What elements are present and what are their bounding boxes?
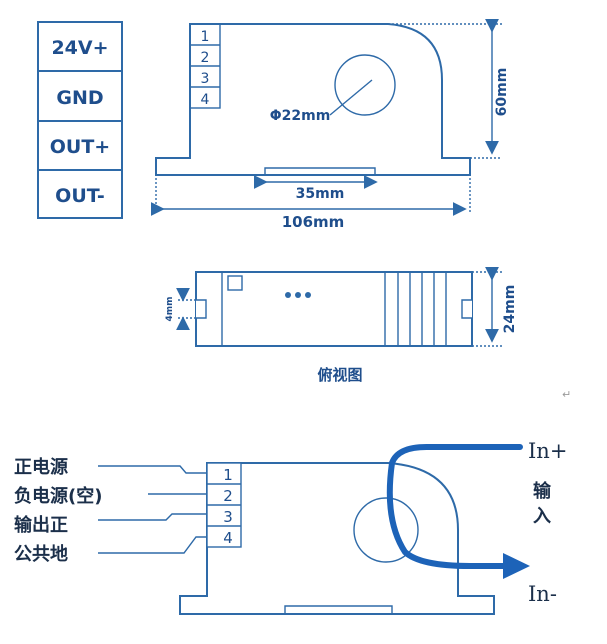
front-pin-number: 1	[201, 29, 210, 45]
top-view-caption: 俯视图	[317, 366, 362, 384]
front-hole-leader	[329, 79, 373, 116]
front-bottom-slot	[264, 167, 376, 175]
paragraph-return-mark: ↵	[562, 388, 571, 401]
wiring-diagram: 1 2 3 4 正电源 负电源(空) 输出正 公共地 In+ In- 输 入	[14, 439, 567, 615]
top-left-notch	[196, 299, 207, 319]
wiring-pin-number: 2	[223, 487, 233, 505]
input-wire-out	[386, 460, 508, 569]
wiring-pin-number: 4	[223, 529, 233, 547]
top-led-dot	[305, 292, 311, 298]
top-led-dot	[285, 292, 291, 298]
wiring-bottom-slot	[284, 605, 393, 614]
wire-label: 负电源(空)	[14, 485, 102, 507]
front-view: 1 2 3 4 Φ22mm 60mm 35mm 106mm	[150, 18, 510, 231]
input-label-char: 输	[533, 480, 552, 502]
input-arrowhead	[503, 553, 530, 579]
wire-leader	[98, 465, 207, 474]
front-pin-number: 3	[201, 71, 210, 87]
wire-label: 输出正	[14, 514, 68, 536]
top-pin-square	[227, 275, 243, 291]
wire-leader	[98, 536, 207, 554]
in-plus-label: In+	[528, 439, 567, 463]
wiring-pin-number: 1	[223, 466, 233, 484]
width-dimension-label: 106mm	[282, 213, 345, 231]
height-dimension-label: 60mm	[494, 68, 510, 117]
front-pin-number: 2	[201, 50, 210, 66]
wire-label: 正电源	[14, 456, 68, 478]
top-body-outline	[195, 271, 473, 347]
top-view: 4mm 24mm 俯视图	[165, 266, 518, 384]
pin-table-cell: OUT+	[50, 136, 110, 158]
hole-diameter-label: Φ22mm	[270, 108, 331, 124]
pin-table: 24V+ GND OUT+ OUT-	[37, 21, 123, 219]
wiring-hole-circle	[353, 497, 419, 563]
pin-table-cell: 24V+	[51, 37, 108, 59]
wiring-pin-number: 3	[223, 508, 233, 526]
top-height-label: 24mm	[502, 285, 518, 334]
slot-dimension-label: 35mm	[296, 186, 345, 202]
input-wire-in	[389, 443, 523, 466]
top-right-notch	[461, 299, 472, 319]
wire-leader	[98, 513, 207, 521]
top-slot-label: 4mm	[165, 296, 175, 321]
front-pin-number: 4	[201, 92, 210, 108]
wiring-body-outline	[179, 462, 495, 615]
pin-table-cell: GND	[56, 87, 103, 109]
pin-table-cell: OUT-	[55, 185, 105, 207]
wire-label: 公共地	[14, 543, 68, 565]
input-label-char: 入	[533, 506, 551, 527]
in-minus-label: In-	[528, 582, 557, 606]
front-hole-circle	[334, 54, 396, 116]
top-led-dot	[295, 292, 301, 298]
